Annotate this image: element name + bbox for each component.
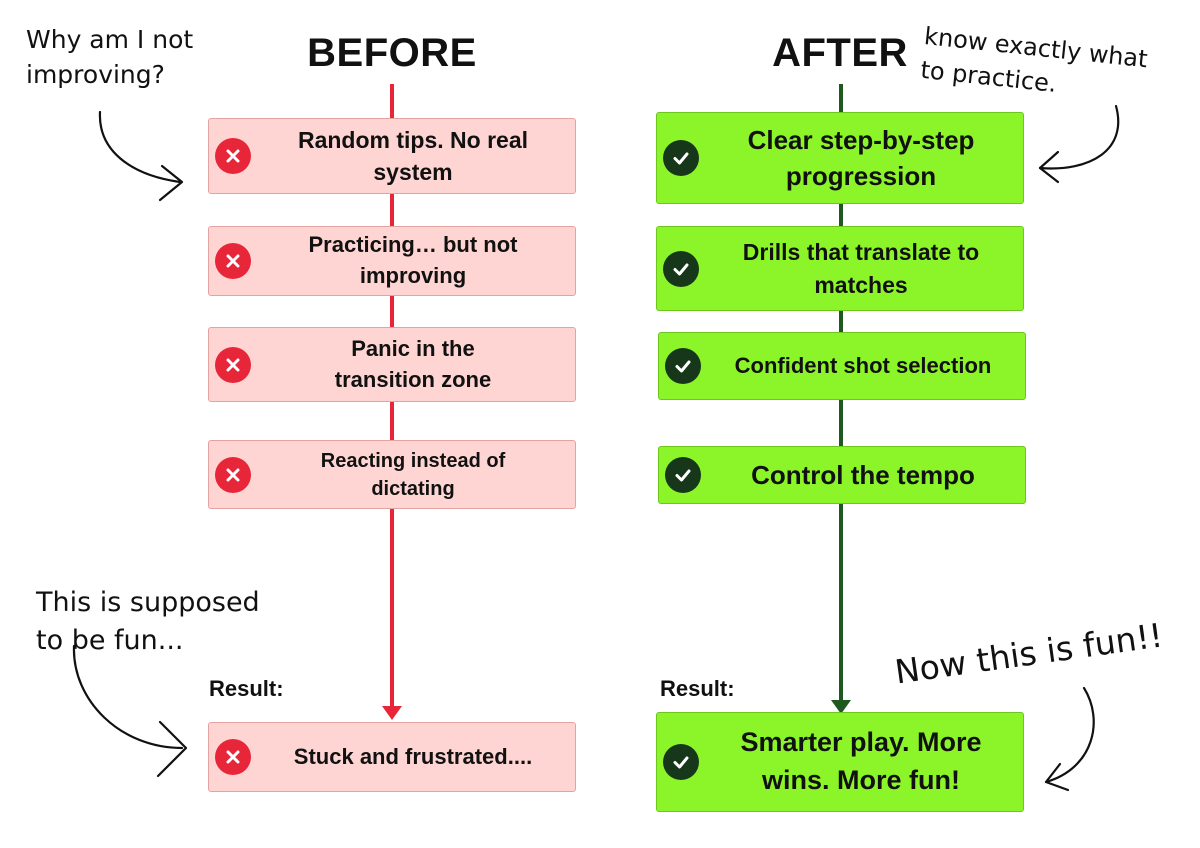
before-item-label: Reacting instead of dictating	[320, 449, 506, 500]
after-item-label: Confident shot selection	[734, 352, 992, 378]
before-arrowhead-icon	[382, 706, 402, 720]
arrowhead-bottom-left-icon	[156, 720, 188, 778]
after-item-control-tempo: Control the tempo	[658, 446, 1026, 504]
note-why-not-improving: Why am I not improving?	[26, 25, 194, 89]
arrow-top-right-icon	[1038, 104, 1120, 170]
after-item-label: Control the tempo	[751, 459, 975, 490]
x-circle-icon	[215, 739, 251, 775]
after-item-label: Clear step-by-step progression	[747, 124, 975, 191]
after-item-clear-progression: Clear step-by-step progression	[656, 112, 1024, 204]
x-circle-icon	[215, 138, 251, 174]
x-circle-icon	[215, 346, 251, 383]
after-result-label: Result:	[660, 676, 735, 701]
before-item-label: Panic in the transition zone	[334, 335, 492, 392]
before-result-label: Result:	[209, 676, 284, 701]
before-item-reacting: Reacting instead of dictating	[208, 440, 576, 509]
before-heading: BEFORE	[307, 31, 477, 75]
before-item-practicing: Practicing… but not improving	[208, 226, 576, 296]
check-circle-icon	[663, 250, 699, 287]
after-heading: AFTER	[772, 31, 908, 75]
check-circle-icon	[665, 348, 701, 384]
before-item-panic: Panic in the transition zone	[208, 327, 576, 402]
before-item-label: Random tips. No real system	[297, 126, 529, 185]
after-item-shot-selection: Confident shot selection	[658, 332, 1026, 400]
check-circle-icon	[663, 744, 699, 780]
before-result-card: Stuck and frustrated....	[208, 722, 576, 792]
arrowhead-top-left-icon	[158, 164, 184, 202]
arrow-bottom-left-icon	[72, 644, 184, 750]
before-item-random-tips: Random tips. No real system	[208, 118, 576, 194]
before-item-label: Practicing… but not improving	[308, 232, 518, 288]
after-result-text: Smarter play. More wins. More fun!	[740, 727, 982, 795]
arrow-top-left-icon	[98, 110, 182, 184]
x-circle-icon	[215, 243, 251, 279]
check-circle-icon	[663, 140, 699, 176]
before-result-text: Stuck and frustrated....	[293, 743, 533, 769]
note-supposed-to-be-fun: This is supposed to be fun...	[36, 587, 260, 656]
after-item-label: Drills that translate to matches	[742, 239, 980, 298]
after-item-drills: Drills that translate to matches	[656, 226, 1024, 311]
x-circle-icon	[215, 456, 251, 493]
arrowhead-bottom-right-icon	[1044, 762, 1070, 792]
after-arrowhead-icon	[831, 700, 851, 714]
check-circle-icon	[665, 457, 701, 493]
arrow-bottom-right-icon	[1044, 686, 1095, 784]
arrowhead-top-right-icon	[1038, 150, 1060, 184]
after-result-card: Smarter play. More wins. More fun!	[656, 712, 1024, 812]
